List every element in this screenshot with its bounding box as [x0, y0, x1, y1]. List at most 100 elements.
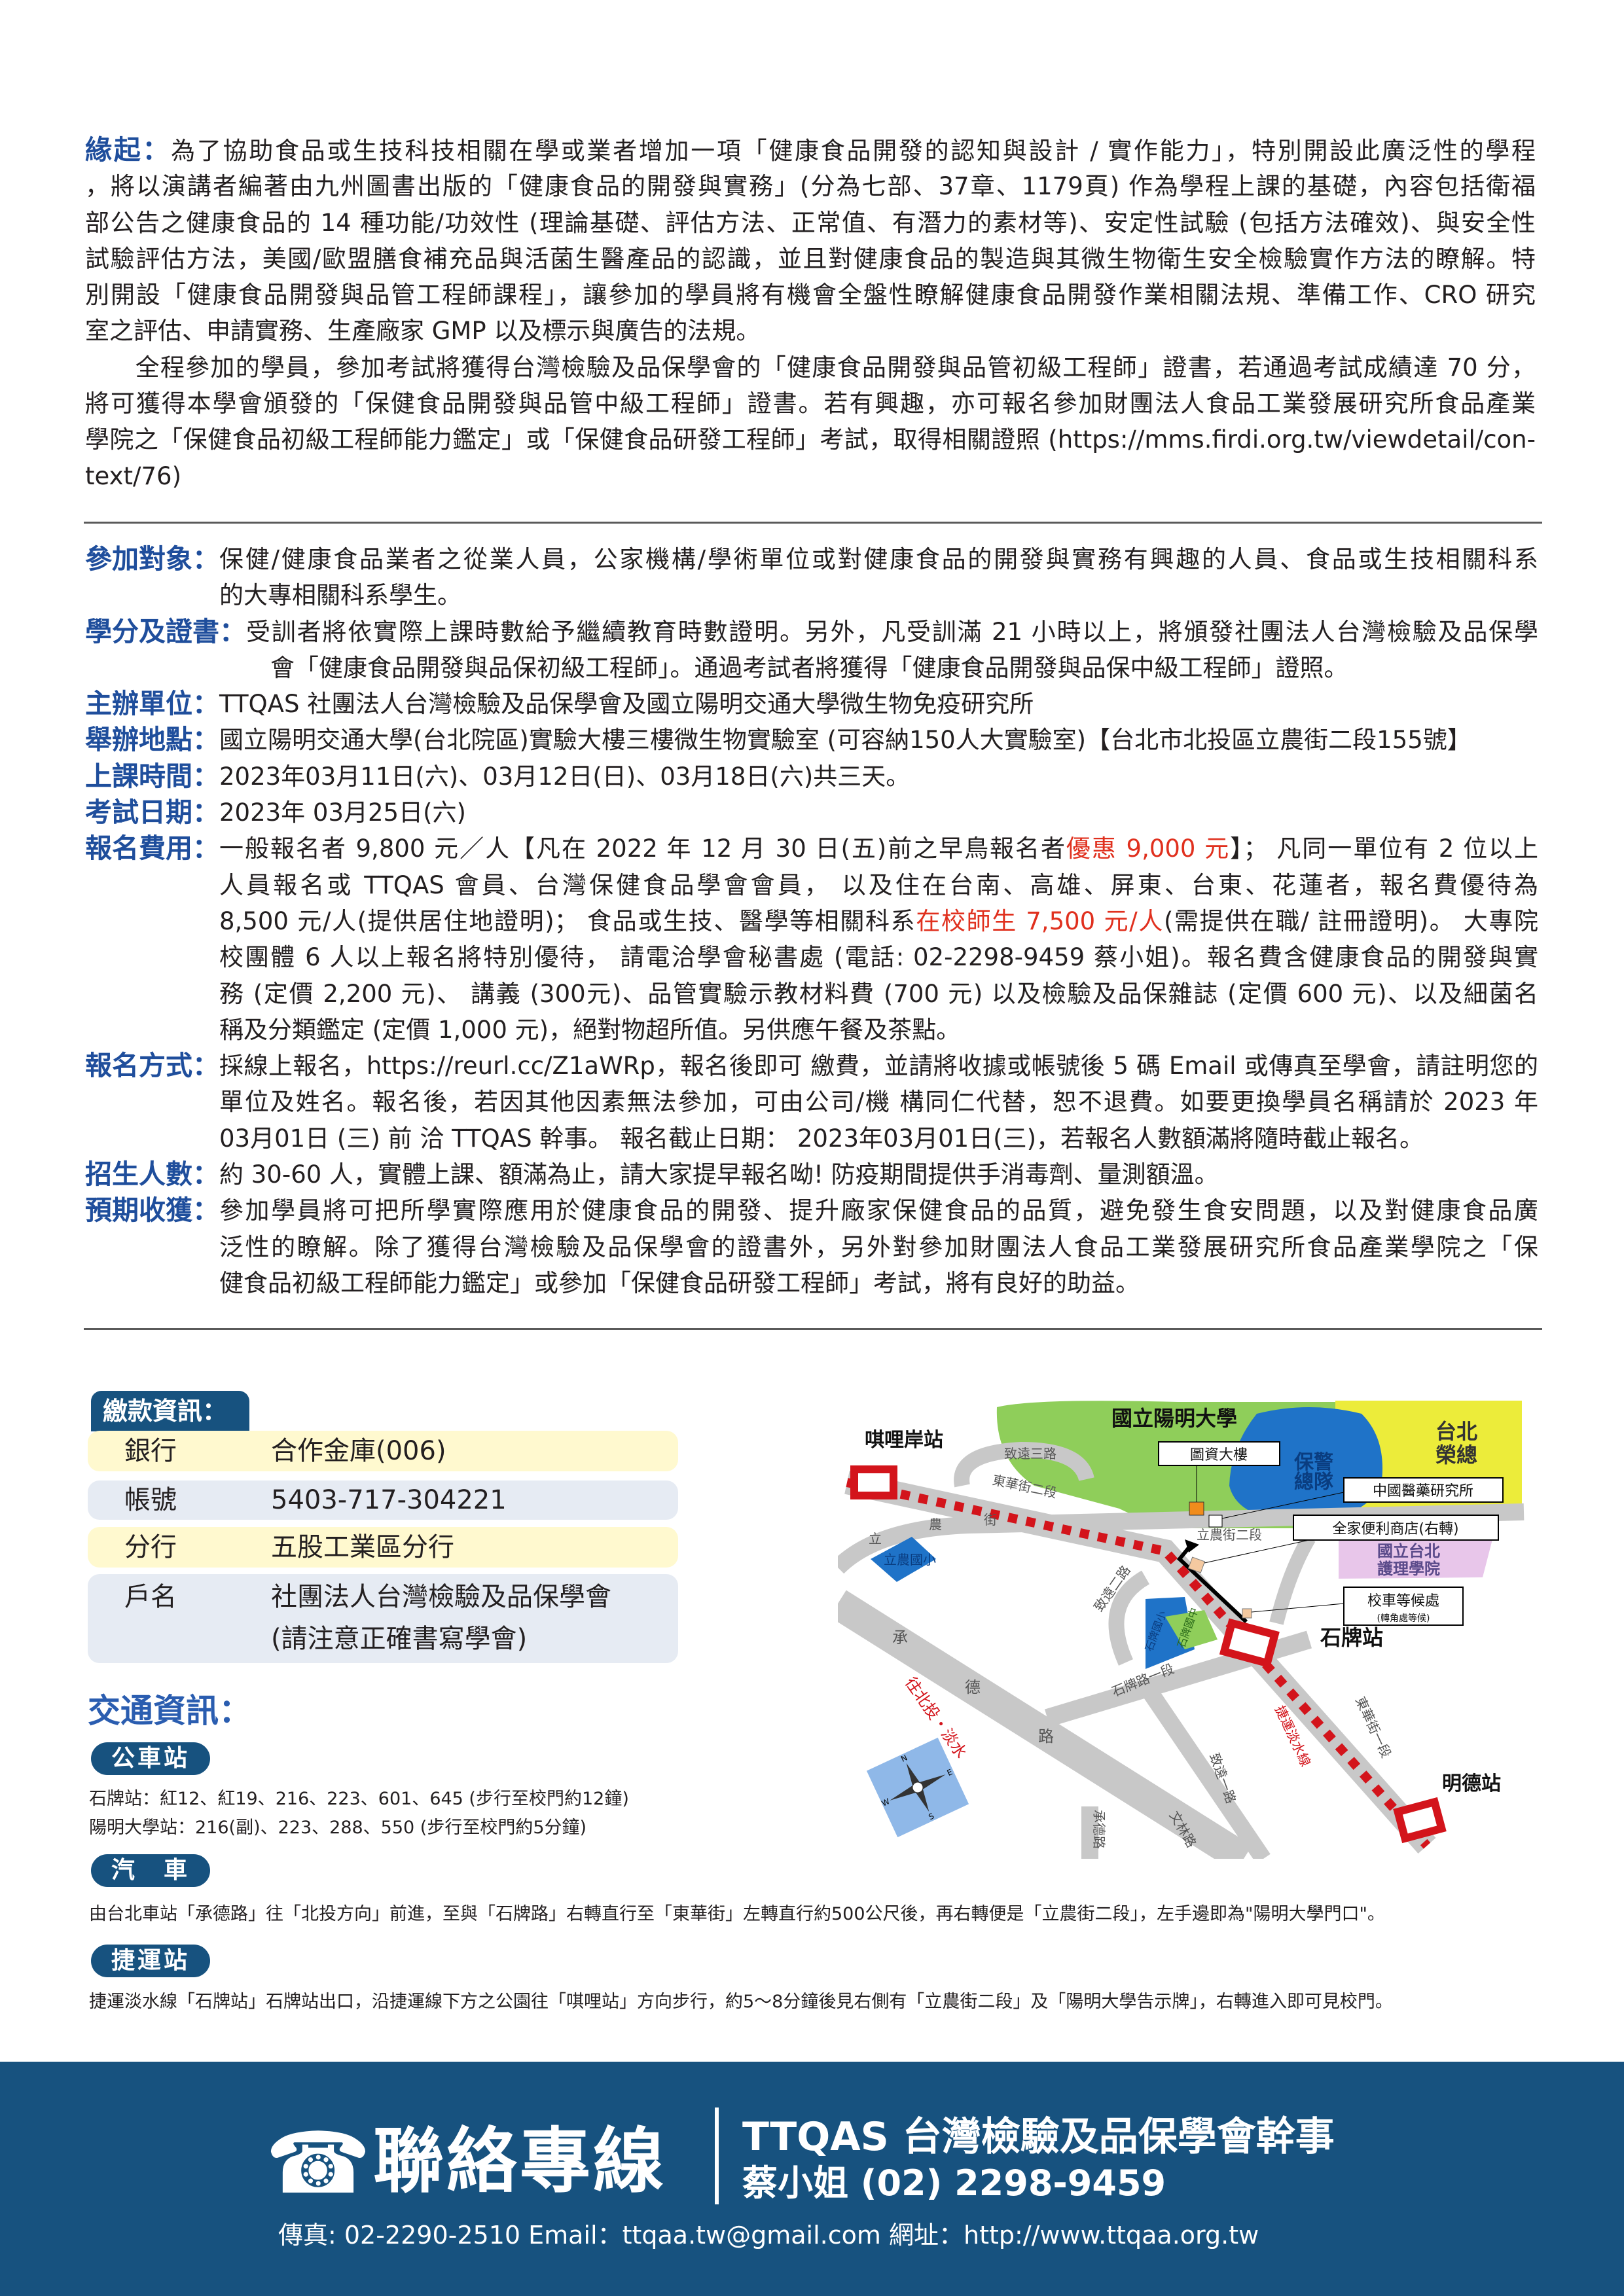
institute-label-box — [1343, 1477, 1504, 1503]
text-segment: 8,500 元/人(提供居住地證明)； 食品或生技、醫學等相關科系 — [219, 906, 916, 935]
map-road: 農 — [929, 1516, 942, 1532]
text-line: 2023年 03月25日(六) — [219, 795, 1538, 831]
text-segment: 稱及分類鑑定 (定價 1,000 元)，絕對物超所值。另供應午餐及茶點。 — [219, 1015, 961, 1044]
map-station-qilian: 唭哩岸站 — [865, 1429, 943, 1452]
payment-key: 戶名 — [124, 1582, 177, 1612]
section-label: 報名費用： — [85, 833, 219, 865]
text-segment: 務 (定價 2,200 元)、 講義 (300元)、品管實驗示教材料費 (700… — [219, 979, 1538, 1008]
text-segment: 學院之「保健食品初級工程師能力鑑定」或「保健食品研發工程師」考試，取得相關證照 … — [85, 425, 1536, 454]
compass-icon: N E S W — [866, 1737, 969, 1838]
map-label-vgh: 榮總 — [1435, 1443, 1477, 1467]
map-station-mingde: 明德站 — [1442, 1772, 1501, 1795]
text-segment: 全程參加的學員，參加考試將獲得台灣檢驗及品保學會的「健康食品開發與品管初級工程師… — [85, 353, 1536, 382]
map-road: 立農街二段 — [1197, 1527, 1262, 1543]
map-label-police: 保警 — [1294, 1451, 1333, 1474]
text-segment: TTQAS 社團法人台灣檢驗及品保學會及國立陽明交通大學微生物免疫研究所 — [219, 690, 1034, 719]
map-station-shipai: 石牌站 — [1320, 1625, 1383, 1650]
text-segment: 健食品初級工程師能力鑑定」或參加「保健食品研發工程師」考試，將有良好的助益。 — [219, 1268, 1140, 1297]
detail-item: 報名費用：一般報名者 9,800 元／人【凡在 2022 年 12 月 30 日… — [85, 831, 1538, 1048]
text-line: 約 30-60 人，實體上課、額滿為止，請大家提早報名呦! 防疫期間提供手消毒劑… — [219, 1157, 1538, 1193]
map-road: 承德路 — [1091, 1810, 1107, 1849]
bus-pill: 公車站 — [91, 1742, 210, 1775]
text-segment: 約 30-60 人，實體上課、額滿為止，請大家提早報名呦! 防疫期間提供手消毒劑… — [219, 1160, 1219, 1189]
map-road: 致遠三路 — [1004, 1446, 1056, 1462]
mrt-directions: 捷運淡水線「石牌站」石牌站出口，沿捷運線下方之公園往「唭哩站」方向步行，約5～8… — [89, 1992, 1393, 2012]
text-line: 務 (定價 2,200 元)、 講義 (300元)、品管實驗示教材料費 (700… — [219, 976, 1538, 1012]
text-segment: 一般報名者 9,800 元／人【凡在 2022 年 12 月 30 日(五)前之… — [219, 834, 1066, 863]
map-road: 路 — [1038, 1727, 1054, 1746]
text-line: 參加學員將可把所學實際應用於健康食品的開發、提升廠家保健食品的品質，避免發生食安… — [219, 1193, 1538, 1229]
payment-value: 5403-717-304221 — [271, 1485, 507, 1515]
divider — [84, 522, 1542, 524]
course-details: 參加對象：保健/健康食品業者之從業人員，公家機構/學術單位或對健康食品的開發與實… — [85, 541, 1538, 1301]
text-segment: 國立陽明交通大學(台北院區)實驗大樓三樓微生物實驗室 (可容納150人大實驗室)… — [219, 726, 1471, 755]
text-line: 全程參加的學員，參加考試將獲得台灣檢驗及品保學會的「健康食品開發與品管初級工程師… — [85, 350, 1536, 386]
section-label: 考試日期： — [85, 797, 219, 829]
text-line: 泛性的瞭解。除了獲得台灣檢驗及品保學會的證書外，另外對參加財團法人食品工業發展研… — [219, 1229, 1538, 1265]
text-line: 的大專相關科系學生。 — [219, 577, 1538, 613]
payment-row-name: 戶名 社團法人台灣檢驗及品保學會 (請注意正確書寫學會) — [88, 1574, 678, 1663]
payment-key: 銀行 — [124, 1436, 177, 1466]
text-line: text/76) — [85, 458, 1536, 494]
section-label: 報名方式： — [85, 1050, 219, 1082]
map-label-library: 圖資大樓 — [1190, 1447, 1248, 1463]
payment-key: 分行 — [124, 1532, 177, 1562]
section-label: 招生人數： — [85, 1158, 219, 1191]
text-line: TTQAS 社團法人台灣檢驗及品保學會及國立陽明交通大學微生物免疫研究所 — [219, 686, 1538, 722]
map-road: 街 — [984, 1512, 997, 1528]
bus-stop-label-box — [1343, 1587, 1464, 1626]
station-markers — [850, 1465, 1447, 1844]
text-segment: 受訓者將依實際上課時數給予繼續教育時數證明。另外，凡受訓滿 21 小時以上，將頒… — [246, 617, 1538, 646]
text-segment: 校團體 6 人以上報名將特別優待， 請電洽學會秘書處 (電話: 02-2298-… — [219, 943, 1538, 972]
section-label: 預期收獲： — [85, 1194, 219, 1227]
text-line: 健食品初級工程師能力鑑定」或參加「保健食品研發工程師」考試，將有良好的助益。 — [219, 1265, 1538, 1301]
text-segment: 03月01日 (三) 前 洽 TTQAS 幹事。 報名截止日期： 2023年03… — [219, 1124, 1424, 1153]
section-label: 舉辦地點： — [85, 724, 219, 756]
text-segment: 2023年 03月25日(六) — [219, 798, 466, 827]
payment-row-branch: 分行 五股工業區分行 — [88, 1527, 678, 1568]
text-line: 2023年03月11日(六)、03月12日(日)、03月18日(六)共三天。 — [219, 759, 1538, 795]
map-road: 承 — [892, 1628, 908, 1647]
text-line: 別開設「健康食品開發與品管工程師課程」，讓參加的學員將有機會全盤性瞭解健康食品開… — [85, 277, 1536, 313]
store-label-box — [1293, 1515, 1499, 1541]
text-line: 採線上報名，https://reurl.cc/Z1aWRp，報名後即可 繳費，並… — [219, 1048, 1538, 1084]
map-road: 立 — [869, 1531, 882, 1547]
nursing-area — [1339, 1539, 1492, 1579]
library-marker — [1189, 1501, 1204, 1516]
detail-item: 學分及證書：受訓者將依實際上課時數給予繼續教育時數證明。另外，凡受訓滿 21 小… — [85, 614, 1538, 687]
map-label-vgh: 台北 — [1435, 1419, 1477, 1444]
text-line: 國立陽明交通大學(台北院區)實驗大樓三樓微生物實驗室 (可容納150人大實驗室)… — [219, 722, 1538, 758]
payment-value: 五股工業區分行 — [271, 1532, 454, 1562]
detail-item: 上課時間：2023年03月11日(六)、03月12日(日)、03月18日(六)共… — [85, 759, 1538, 795]
contact-info: 傳真: 02-2290-2510 Email：ttqaa.tw@gmail.co… — [278, 2221, 1259, 2250]
text-segment: 為了協助食品或生技科技相關在學或業者增加一項「健康食品開發的認知與設計 / 實作… — [171, 137, 1536, 165]
map-label-bus-stop-note: (轉角處等候) — [1377, 1613, 1430, 1624]
phone-icon: ☎ — [265, 2113, 371, 2213]
contact-phone: 蔡小姐 (02) 2298-9459 — [742, 2162, 1166, 2204]
divider — [84, 1328, 1542, 1330]
text-segment: 別開設「健康食品開發與品管工程師課程」，讓參加的學員將有機會全盤性瞭解健康食品開… — [85, 281, 1536, 310]
payment-value: 合作金庫(006) — [271, 1436, 446, 1466]
text-segment: 2023年03月11日(六)、03月12日(日)、03月18日(六)共三天。 — [219, 762, 911, 791]
bus-stop-marker — [1242, 1608, 1252, 1619]
payment-note: (請注意正確書寫學會) — [271, 1624, 528, 1654]
contact-footer: ☎ 聯絡專線 TTQAS 台灣檢驗及品保學會幹事 蔡小姐 (02) 2298-9… — [0, 2062, 1624, 2296]
text-segment: 】； 凡同一單位有 2 位以上 — [1230, 834, 1538, 863]
map-label-police: 總隊 — [1294, 1471, 1333, 1494]
route-arrow — [1176, 1543, 1248, 1624]
section-label: 上課時間： — [85, 760, 219, 792]
intro-paragraph: 緣起：為了協助食品或生技科技相關在學或業者增加一項「健康食品開發的認知與設計 /… — [85, 132, 1536, 494]
location-map: 國立陽明大學 台北 榮總 保警 總隊 圖資大樓 中國醫藥研究所 全家便利商店(右… — [838, 1399, 1525, 1859]
payment-key: 帳號 — [124, 1485, 177, 1515]
text-line: 將可獲得本學會頒發的「保健食品開發與品管中級工程師」證書。若有興趣，亦可報名參加… — [85, 386, 1536, 422]
section-label: 參加對象： — [85, 543, 219, 575]
section-label: 主辦單位： — [85, 688, 219, 720]
text-segment: 人員報名或 TTQAS 會員、台灣保健食品學會會員， 以及住在台南、高雄、屏東、… — [219, 870, 1538, 899]
map-label-bus-stop: 校車等候處 — [1367, 1593, 1439, 1609]
text-segment: 會「健康食品開發與品保初級工程師」。通過考試者將獲得「健康食品開發與品保中級工程… — [246, 653, 1348, 682]
text-line: 室之評估、申請實務、生產廠家 GMP 以及標示與廣告的法規。 — [85, 313, 1536, 349]
highlight-text: 在校師生 7,500 元/人 — [916, 906, 1164, 935]
text-line: 人員報名或 TTQAS 會員、台灣保健食品學會會員， 以及住在台南、高雄、屏東、… — [219, 867, 1538, 903]
text-line: 試驗評估方法，美國/歐盟膳食補充品與活菌生醫產品的認識，並且對健康食品的製造與其… — [85, 241, 1536, 277]
linong-school-area — [871, 1537, 936, 1582]
